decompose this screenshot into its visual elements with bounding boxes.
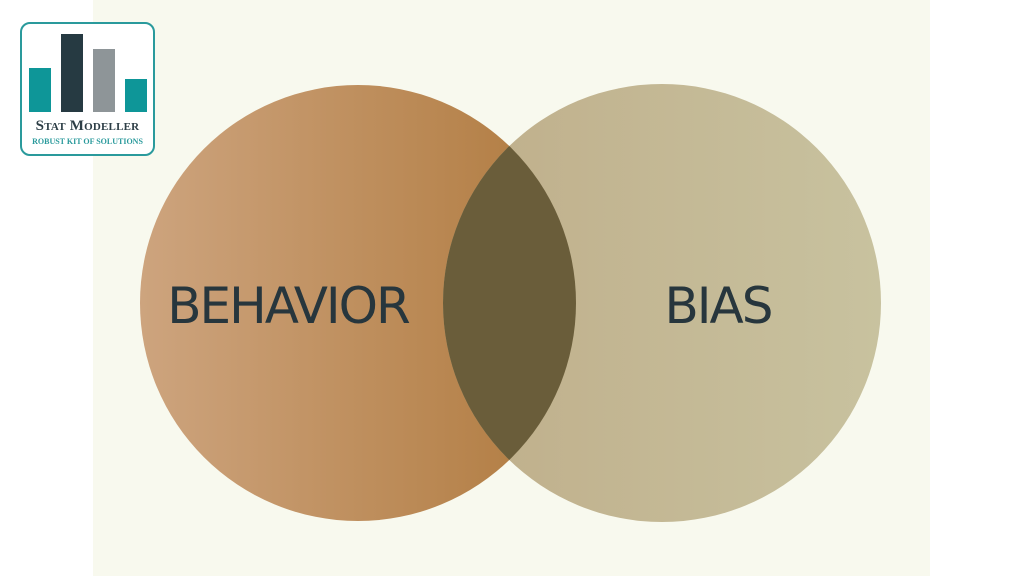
bias-label: BIAS <box>665 277 772 335</box>
logo-title: Stat Modeller <box>35 118 140 134</box>
stat-modeller-logo: Stat Modeller ROBUST KIT OF SOLUTIONS <box>20 22 155 156</box>
bias-circle <box>443 84 881 522</box>
behavior-circle <box>140 85 576 521</box>
logo-subtitle: ROBUST KIT OF SOLUTIONS <box>32 137 143 146</box>
logo-bar-icon <box>125 79 147 112</box>
logo-bar-icon <box>61 34 83 112</box>
behavior-label: BEHAVIOR <box>167 277 410 335</box>
logo-bar-icon <box>93 49 115 112</box>
logo-bar-icon <box>29 68 51 112</box>
